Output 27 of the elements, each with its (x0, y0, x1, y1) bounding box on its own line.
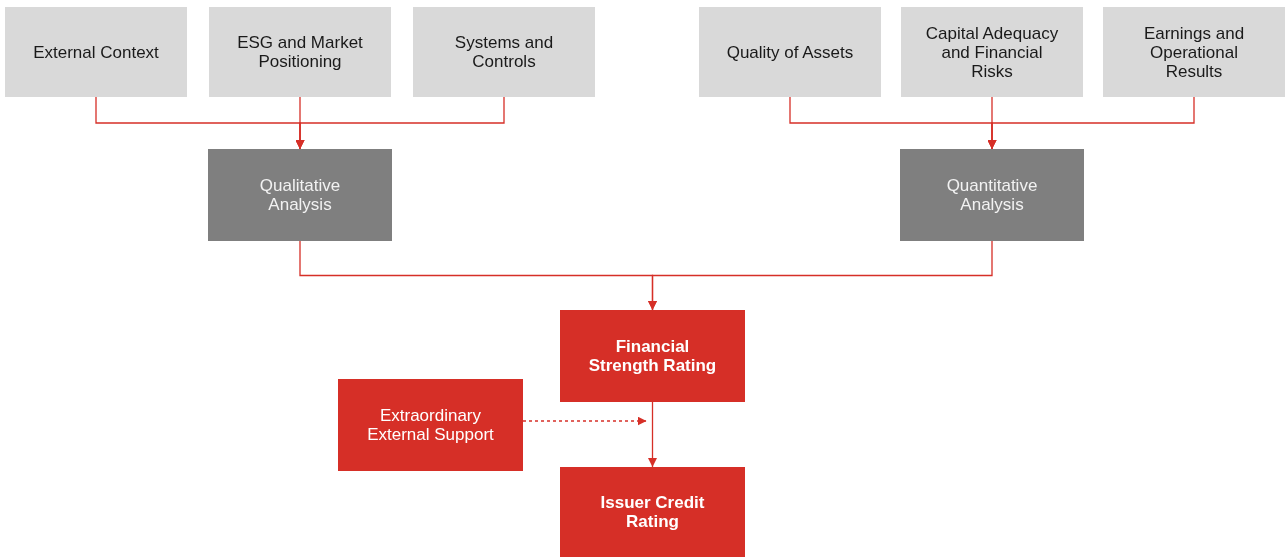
box-label: Financial Strength Rating (587, 337, 718, 375)
input-box (901, 7, 1083, 97)
support-box (338, 379, 523, 471)
arrow (648, 240, 993, 311)
dashed-arrow (522, 416, 648, 426)
box-label: Quantitative Analysis (945, 176, 1039, 214)
analysis-box (900, 149, 1084, 241)
box-label: ESG and Market Positioning (236, 33, 364, 71)
analysis-box (208, 149, 392, 241)
box-label: Issuer Credit Rating (599, 493, 706, 531)
input-box (1103, 7, 1285, 97)
input-box (413, 7, 595, 97)
rating-box (560, 310, 745, 402)
box-label: Capital Adequacy and Financial Risks (924, 23, 1060, 81)
box-label: External Context (33, 42, 159, 62)
input-box (699, 7, 881, 97)
arrow (295, 96, 505, 150)
arrow (987, 96, 1195, 150)
box-label: Systems and Controls (453, 33, 555, 71)
box-label: Extraordinary External Support (366, 406, 495, 444)
box-label: Quality of Assets (726, 42, 854, 62)
input-box (209, 7, 391, 97)
arrow (648, 401, 657, 468)
input-box (5, 7, 187, 97)
box-label: Qualitative Analysis (258, 176, 342, 214)
box-label: Earnings and Operational Results (1142, 23, 1246, 81)
rating-box (560, 467, 745, 557)
